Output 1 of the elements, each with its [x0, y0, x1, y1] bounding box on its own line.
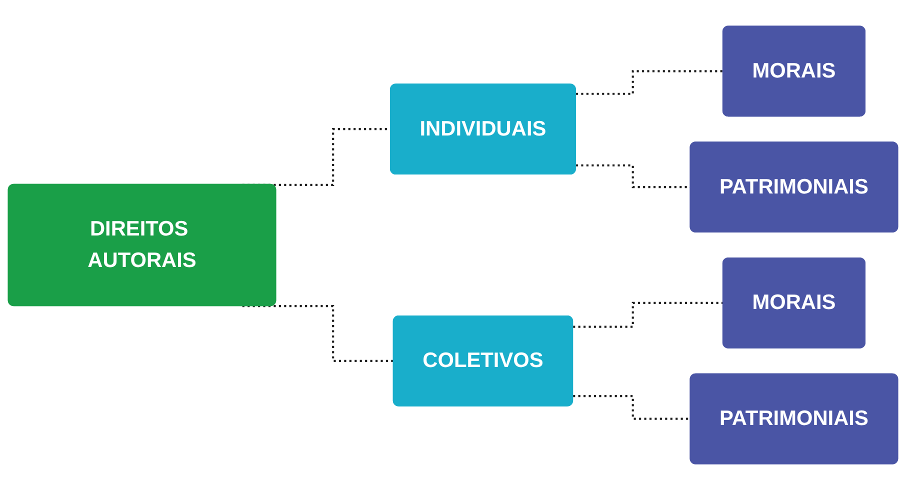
connector: [242, 305, 395, 362]
